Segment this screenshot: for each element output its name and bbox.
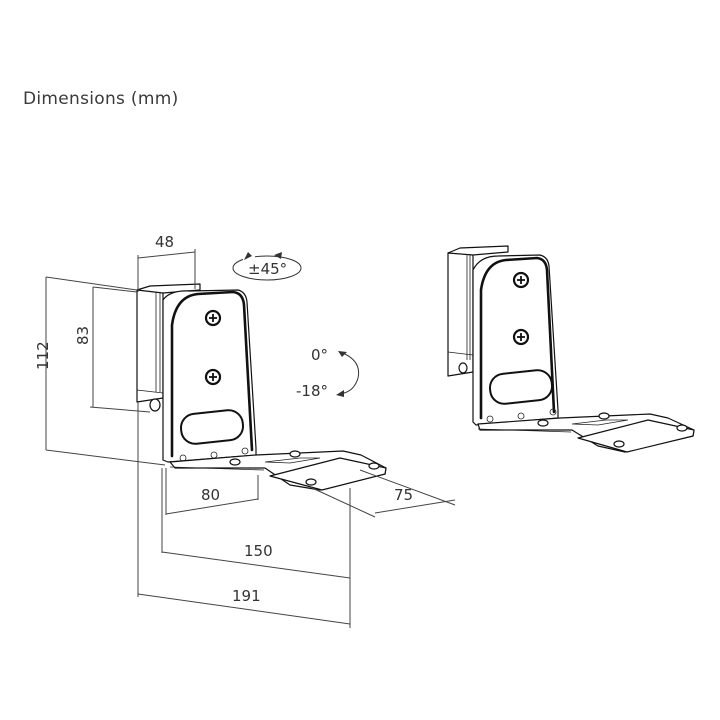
page-title: Dimensions (mm) bbox=[23, 89, 179, 109]
dim-83: 83 bbox=[74, 326, 92, 345]
screw-icon bbox=[512, 271, 530, 289]
arrow-icon bbox=[338, 351, 347, 357]
dim-75: 75 bbox=[394, 486, 413, 504]
arrow-icon bbox=[336, 390, 344, 397]
dim-191: 191 bbox=[232, 587, 261, 605]
bracket-plain-view bbox=[447, 245, 695, 453]
dimension-annotations: 48 112 83 80 75 150 191 bbox=[34, 233, 456, 628]
tilt-indicator: 0° -18° bbox=[296, 346, 360, 400]
tilt-top-label: 0° bbox=[311, 346, 328, 364]
swivel-indicator: ±45° bbox=[232, 252, 302, 281]
dim-150: 150 bbox=[244, 542, 273, 560]
dim-80: 80 bbox=[201, 486, 220, 504]
arrow-icon bbox=[274, 252, 282, 259]
swivel-label: ±45° bbox=[248, 260, 287, 278]
screw-icon bbox=[512, 328, 530, 346]
bracket-dimensioned-view bbox=[136, 283, 387, 491]
dim-48: 48 bbox=[155, 233, 174, 251]
screw-icon bbox=[204, 368, 222, 386]
arrow-icon bbox=[244, 252, 252, 260]
dim-112: 112 bbox=[34, 341, 52, 370]
screw-icon bbox=[204, 309, 222, 327]
tilt-bottom-label: -18° bbox=[296, 382, 328, 400]
